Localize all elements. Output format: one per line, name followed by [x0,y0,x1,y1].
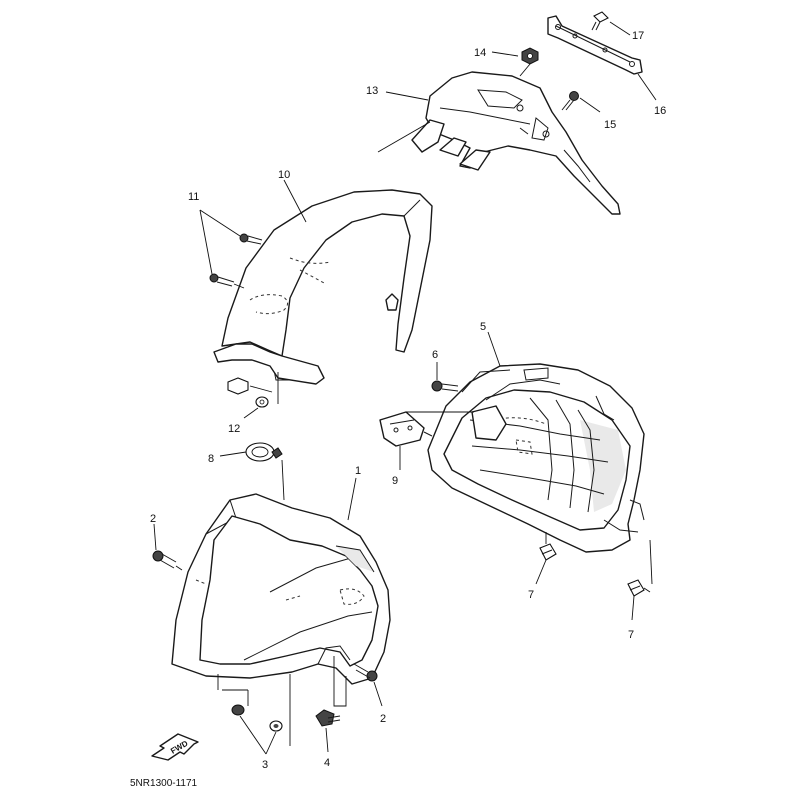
callout-16: 16 [654,105,666,117]
callout-13: 13 [366,85,378,97]
undercowl-5 [427,363,645,553]
clip-7-b [627,579,645,597]
bolt-2-left [152,550,177,569]
callout-10: 10 [278,169,290,181]
callout-3: 3 [262,759,268,771]
clip-7-a [539,543,557,561]
grommet-12 [227,377,269,408]
callout-12: 12 [228,423,240,435]
bolt-17 [591,11,609,31]
callout-1: 1 [355,465,361,477]
bolt-2-right [353,663,378,682]
bolt-4 [315,709,341,727]
callout-2-left: 2 [150,513,156,525]
callout-9: 9 [392,475,398,487]
fwd-arrow-icon: FWD [151,733,199,761]
callout-2-right: 2 [380,713,386,725]
callout-5: 5 [480,321,486,333]
front-fender-1 [171,493,391,685]
callout-11: 11 [188,191,199,203]
rear-bracket-13 [411,71,621,215]
diagram-code: 5NR1300-1171 [130,778,198,789]
callout-14: 14 [474,47,486,59]
callout-8: 8 [208,453,214,465]
callout-15: 15 [604,119,616,131]
license-bracket [547,15,643,75]
callout-7-a: 7 [528,589,534,601]
clamp-9 [379,411,433,447]
screw-6 [431,380,459,392]
screw-15 [561,91,579,111]
rear-fender-10 [213,189,433,385]
callout-6: 6 [432,349,438,361]
nut-14 [521,47,539,65]
screw-11-upper [239,233,263,245]
callout-17: 17 [632,30,644,42]
screw-11-lower [209,273,235,287]
clamp-8 [245,442,283,462]
collar-3-right [269,720,283,732]
collar-3-left [231,704,245,716]
callout-4: 4 [324,757,330,769]
callout-7-b: 7 [628,629,634,641]
